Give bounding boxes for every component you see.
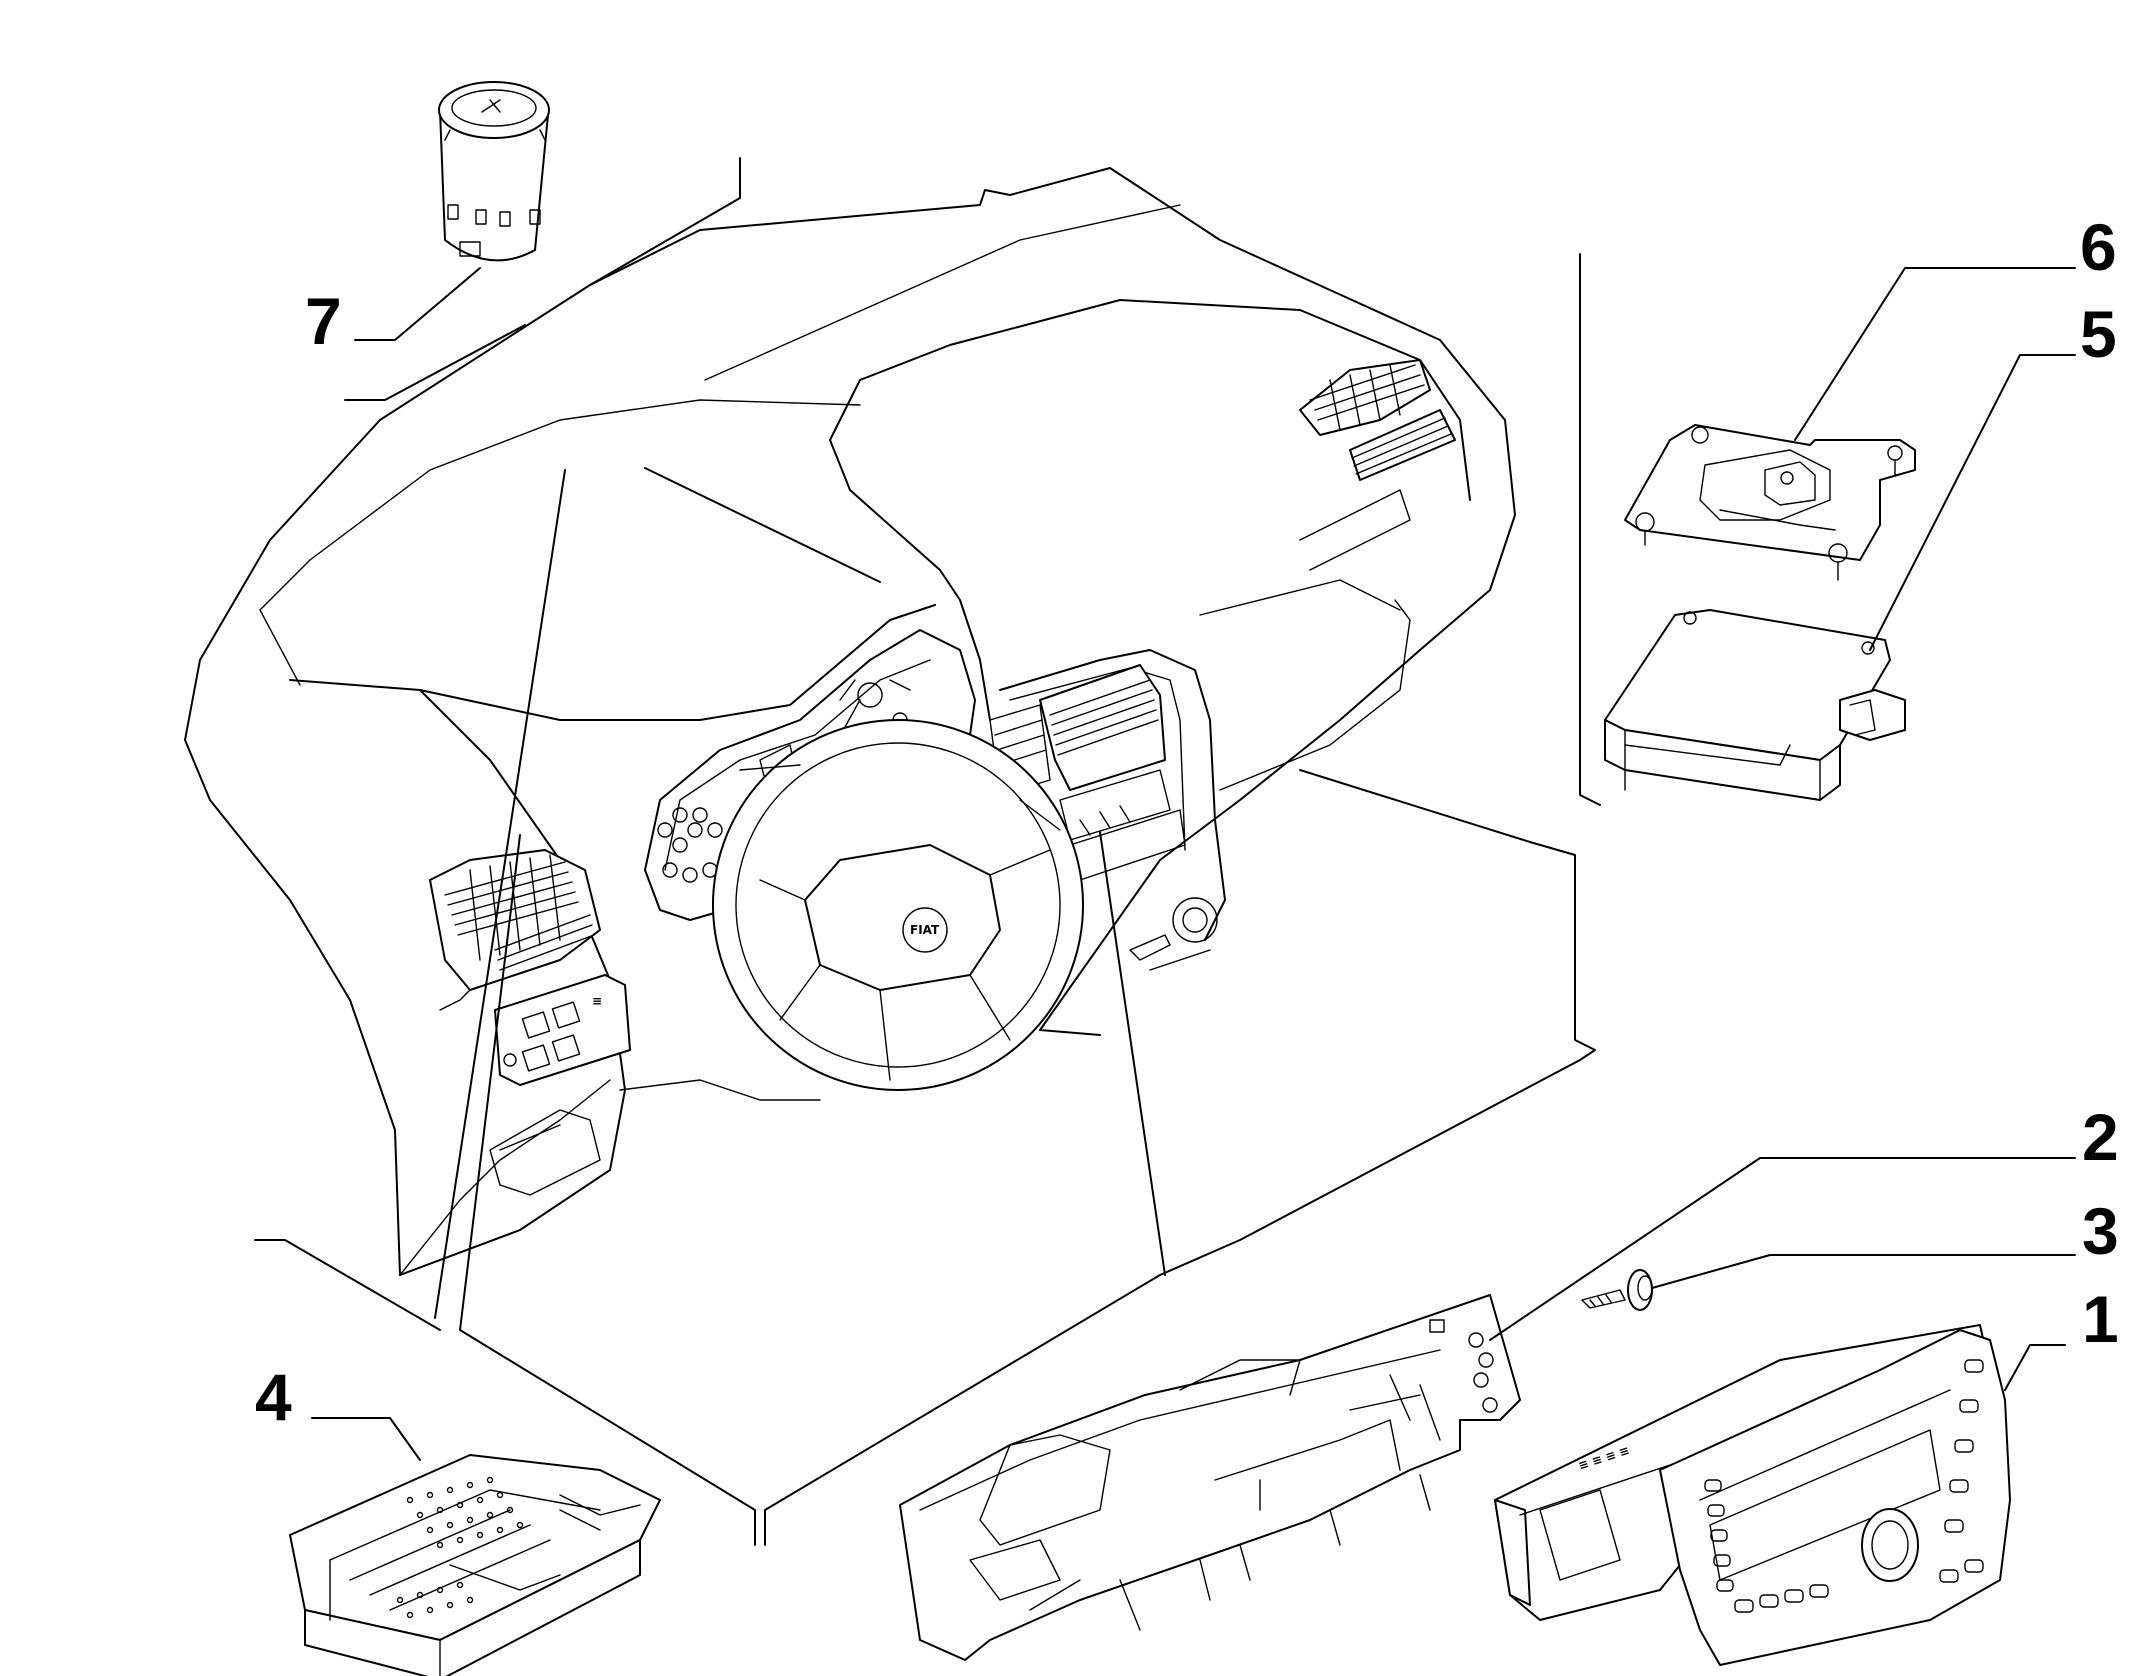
callout-label-5: 5 xyxy=(2080,297,2117,371)
callout-label-1: 1 xyxy=(2082,1282,2119,1356)
part-4-control-module xyxy=(289,1417,661,1676)
steering-wheel: FIAT xyxy=(712,719,1084,1091)
switch-panel: ≡ xyxy=(494,974,631,1086)
callout-labels: 7 6 5 2 3 1 4 xyxy=(255,210,2119,1434)
callout-label-6: 6 xyxy=(2080,210,2117,284)
fiat-badge-text: FIAT xyxy=(910,923,940,937)
part-5-control-box xyxy=(1604,354,2076,801)
center-console xyxy=(959,649,1226,971)
callout-label-4: 4 xyxy=(255,1360,292,1434)
left-air-vent xyxy=(429,849,601,1011)
callout-label-2: 2 xyxy=(2082,1100,2119,1174)
part-1-radio-unit: ≡ ≡ ≡ ≡ xyxy=(1494,1324,2066,1666)
dashboard-drawing: ≡ xyxy=(184,167,1516,1276)
leader-lines xyxy=(254,157,1601,1546)
callout-label-7: 7 xyxy=(305,284,342,358)
svg-text:≡: ≡ xyxy=(592,994,602,1008)
part-2-radio-bracket xyxy=(899,1157,2076,1661)
part-7-push-switch xyxy=(354,81,550,341)
passenger-air-vent xyxy=(1299,359,1456,571)
callout-label-3: 3 xyxy=(2082,1194,2119,1268)
part-3-screw xyxy=(1581,1254,2076,1311)
part-6-bracket xyxy=(1624,267,2076,581)
